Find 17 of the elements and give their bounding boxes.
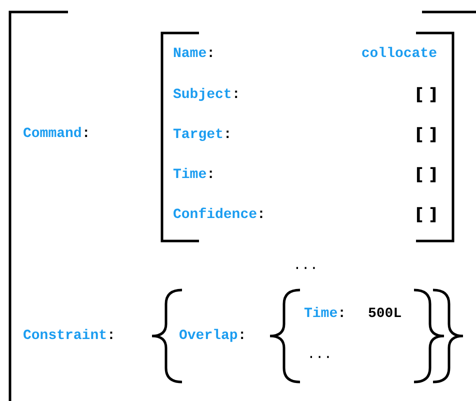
attribute-value: 500L (368, 305, 402, 323)
empty-value: [ ] (416, 86, 437, 104)
attribute-label: Command: (23, 125, 90, 143)
attribute-label: Overlap: (179, 327, 246, 345)
ellipsis: ... (307, 346, 332, 364)
attribute-label: Constraint: (23, 327, 116, 345)
attribute-label: Name: (173, 45, 216, 63)
ellipsis: ... (293, 257, 318, 275)
attribute-label: Target: (173, 126, 232, 144)
attribute-label: Subject: (173, 86, 240, 104)
empty-value: [ ] (416, 206, 437, 224)
empty-value: [ ] (416, 166, 437, 184)
attribute-label: Time: (173, 166, 216, 184)
attribute-label: Confidence: (173, 206, 266, 224)
attribute-value: collocate (361, 45, 437, 63)
attribute-label: Time: (304, 305, 346, 323)
empty-value: [ ] (416, 126, 437, 144)
